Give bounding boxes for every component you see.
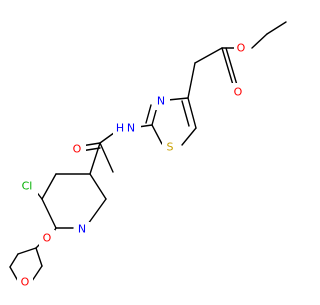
amide-oxygen-label: O	[73, 143, 82, 156]
bond	[251, 33, 268, 49]
bond	[35, 247, 43, 267]
bond	[99, 142, 114, 173]
thiazole-nitrogen-label: N	[157, 95, 165, 108]
bond	[221, 47, 234, 86]
bond	[41, 173, 57, 200]
amide-hydrogen-label: H	[116, 122, 124, 135]
bond	[187, 97, 197, 129]
bond	[9, 266, 19, 282]
bond	[194, 47, 223, 64]
bond	[41, 198, 57, 229]
bond	[151, 124, 163, 145]
pyridine-nitrogen-label: N	[78, 223, 86, 236]
thiazole-sulfur-label: S	[167, 141, 174, 154]
bond	[31, 265, 43, 282]
bond	[181, 127, 197, 146]
bond	[187, 62, 196, 99]
bond	[89, 173, 107, 200]
bond	[167, 97, 189, 101]
ether-oxygen-label: O	[43, 232, 52, 245]
bond	[145, 104, 152, 124]
bond	[181, 100, 190, 127]
bond	[9, 253, 19, 268]
bonds	[9, 21, 287, 282]
molecule-structure: O O N S H N O Cl N O O	[9, 21, 287, 291]
ester-oxygen-double-label: O	[234, 86, 243, 99]
bond	[225, 47, 238, 86]
ester-oxygen-single-label: O	[237, 42, 246, 55]
atom-labels: O O N S H N O Cl N O O	[17, 40, 250, 291]
amide-nitrogen-label: N	[127, 122, 135, 135]
bond	[17, 247, 37, 255]
bond	[89, 142, 101, 175]
bond	[87, 198, 107, 225]
thf-oxygen-label: O	[21, 276, 30, 289]
structure-canvas: O O N S H N O Cl N O O	[9, 21, 287, 291]
bond	[266, 21, 287, 35]
chlorine-label: Cl	[22, 180, 33, 193]
